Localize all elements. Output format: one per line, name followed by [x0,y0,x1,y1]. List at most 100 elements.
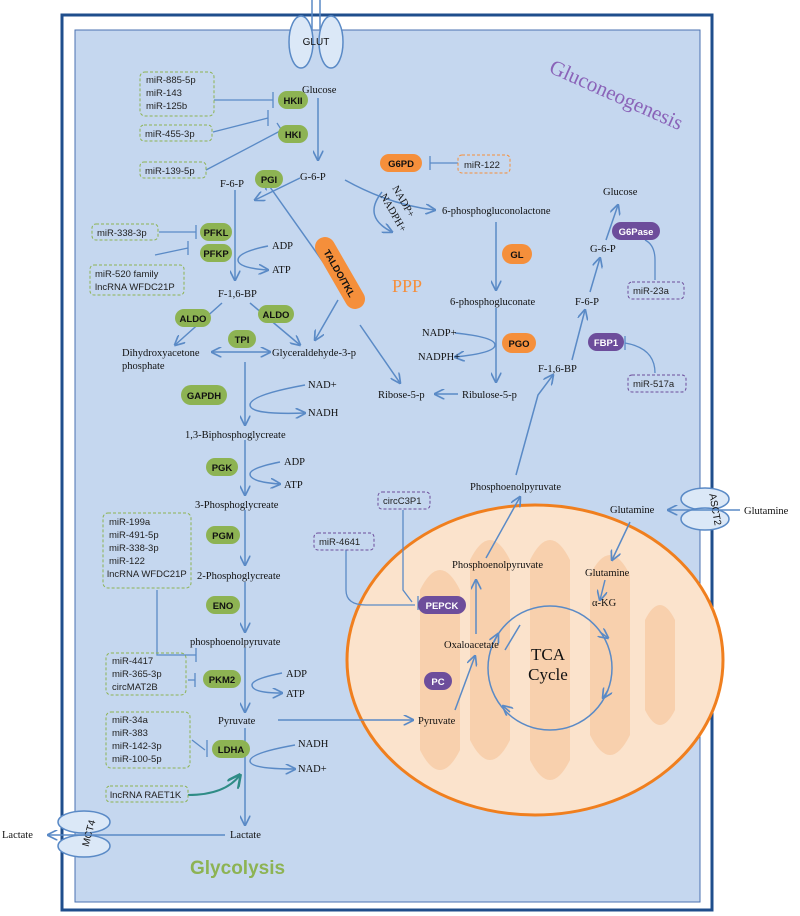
svg-text:miR-139-5p: miR-139-5p [145,166,195,177]
svg-text:miR-4641: miR-4641 [319,537,360,548]
inhibit-pfkl [159,225,197,239]
regulator-box-g6pd: miR-122 [457,154,511,174]
inhibit-hki-1 [212,110,269,133]
met-g6p-gn: G-6-P [590,244,616,255]
met-ru5p: Ribulose-5-p [462,390,517,401]
svg-text:FBP1: FBP1 [594,338,619,349]
met-adp-1: ADP [272,241,293,252]
met-f6p-gn: F-6-P [575,297,599,308]
svg-text:miR-885-5p: miR-885-5p [146,75,196,86]
regulator-box-ldha: miR-34a miR-383 miR-142-3p miR-100-5p [105,711,191,769]
tca-arrow-3 [503,706,510,712]
cell-outer-border [60,13,714,912]
arrow-nadh-nad [249,744,295,769]
mct4-transporter: MCT4 [57,810,111,858]
regulator-box-hkii: miR-885-5p miR-143 miR-125b [139,71,215,117]
met-pyruvate: Pyruvate [218,716,256,727]
arrow-nad-nadh [249,384,305,413]
arrow-g6p-f6p [255,177,301,200]
svg-text:miR-142-3p: miR-142-3p [112,741,162,752]
svg-text:PKM2: PKM2 [209,675,235,686]
arrow-mito-pep-cyto [485,497,520,559]
regulator-box-hki-2: miR-139-5p [139,161,207,179]
arrow-g6p-pgl [344,179,435,210]
svg-text:miR-125b: miR-125b [146,101,187,112]
inhibit-pkm2 [188,673,196,687]
enzyme-tpi: TPI [228,330,256,348]
svg-text:PGO: PGO [508,339,529,350]
met-glutamine-cyto: Glutamine [610,505,655,516]
svg-text:ENO: ENO [213,601,234,612]
enzyme-gl: GL [502,244,532,264]
regulator-box-pgm: miR-199a miR-491-5p miR-338-3p miR-122 l… [102,512,192,589]
arrow-taldo-g3p [315,299,339,340]
svg-text:PGM: PGM [212,531,234,542]
tca-arrow-4 [494,634,498,642]
svg-text:circMAT2B: circMAT2B [112,682,158,693]
met-glutamine-mito: Glutamine [585,568,630,579]
enzyme-fbp1: FBP1 [588,333,624,351]
svg-text:PGI: PGI [261,175,277,186]
svg-text:GAPDH: GAPDH [187,391,221,402]
met-pep: phosphoenolpyruvate [190,637,281,648]
met-2pg: 2-Phosphoglycreate [197,571,281,582]
svg-text:lncRNA RAET1K: lncRNA RAET1K [110,790,182,801]
met-atp-1: ATP [272,265,291,276]
glycolysis-title: Glycolysis [190,858,285,879]
arrow-glutamine-mito [612,521,631,560]
met-dhap-1: Dihydroxyacetone [122,348,200,359]
met-pyruvate-mito: Pyruvate [418,716,456,727]
svg-text:miR-199a: miR-199a [109,517,151,528]
arrow-pyruvate-oaa [454,656,475,711]
svg-text:miR-4417: miR-4417 [112,656,153,667]
regulator-box-hki-1: miR-455-3p [139,124,213,142]
svg-text:TPI: TPI [235,335,250,346]
tca-cycle-ring [487,605,613,731]
arrow-adp-atp-1 [237,245,268,270]
met-dhap-2: phosphate [122,361,165,372]
svg-text:GL: GL [510,250,523,261]
met-lactate: Lactate [230,830,261,841]
svg-text:PEPCK: PEPCK [426,601,459,612]
enzyme-pgm: PGM [206,526,240,544]
tca-arrow-1 [600,632,608,638]
svg-text:LDHA: LDHA [218,745,245,756]
arrow-pep-tca [504,624,521,651]
enzyme-gapdh: GAPDH [181,385,227,405]
svg-text:miR-338-3p: miR-338-3p [97,228,147,239]
met-nad-2: NAD+ [298,764,327,775]
regulator-box-fbp1: miR-517a [627,374,687,393]
enzyme-g6pd: G6PD [380,154,422,172]
svg-text:lncRNA WFDC21P: lncRNA WFDC21P [95,282,175,293]
met-lactate-out: Lactate [2,830,33,841]
met-f16bp: F-1,6-BP [218,289,257,300]
arrow-taldo-r5p [359,324,400,383]
cycle-label: Cycle [528,665,568,684]
enzyme-aldo-1: ALDO [175,309,211,327]
svg-text:miR-455-3p: miR-455-3p [145,129,195,140]
arrow-adp-atp-3 [251,672,282,693]
svg-text:lncRNA WFDC21P: lncRNA WFDC21P [107,569,187,580]
enzyme-hki: HKI [278,125,308,143]
met-3pg: 3-Phosphoglycreate [195,500,279,511]
inhibit-hkii [214,92,274,108]
svg-text:miR-491-5p: miR-491-5p [109,530,159,541]
inhibit-fbp1 [624,336,656,374]
svg-text:miR-122: miR-122 [109,556,145,567]
met-pep-cyto: Phosphoenolpyruvate [470,482,561,493]
met-oaa: Oxaloacetate [444,640,499,651]
met-atp-2: ATP [284,480,303,491]
met-glucose-gn: Glucose [603,187,638,198]
arrow-f6p-g6p [589,258,600,293]
svg-text:ALDO: ALDO [263,310,290,321]
svg-text:miR-520 family: miR-520 family [95,269,159,280]
enzyme-pgk: PGK [206,458,238,476]
met-glucose: Glucose [302,85,337,96]
met-nadh-2: NADH [298,739,329,750]
met-adp-2: ADP [284,457,305,468]
svg-text:miR-517a: miR-517a [633,379,675,390]
enzyme-aldo-2: ALDO [258,305,294,323]
svg-text:miR-338-3p: miR-338-3p [109,543,159,554]
